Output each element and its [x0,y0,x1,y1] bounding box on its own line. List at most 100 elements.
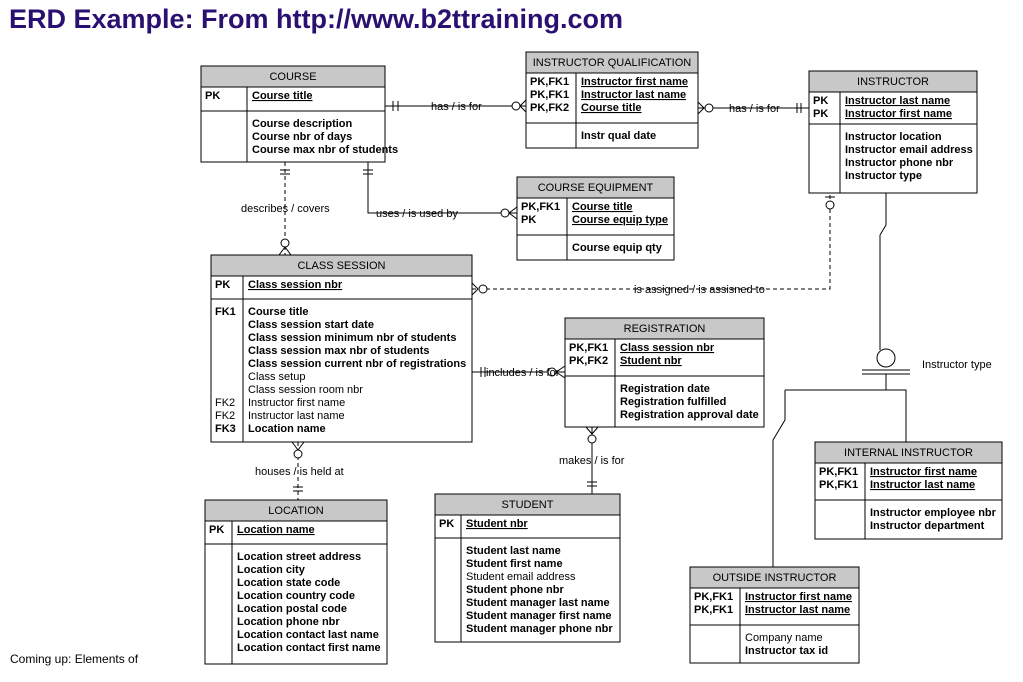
attribute: Registration date [620,383,710,395]
key-attribute: Course title [572,201,633,213]
key-type: PK,FK2 [530,102,569,114]
attribute: Instructor type [845,170,922,182]
entity-name: STUDENT [502,499,554,511]
key-attribute: Course equip type [572,214,668,226]
key-attribute: Course title [581,102,642,114]
key-type: PK [205,90,220,102]
key-type: PK [521,214,536,226]
key-attribute: Location name [237,524,315,536]
entity-header [210,254,473,277]
entity-name: INSTRUCTOR [857,76,929,88]
rel-label-session-instructor: is assigned / is assisned to [634,284,765,296]
key-type: PK [813,95,828,107]
crow-foot [519,105,527,113]
optional-circle [280,238,290,248]
attribute: Student manager phone nbr [466,623,613,635]
attribute: Instructor first name [248,397,345,409]
attribute: Company name [745,632,823,644]
entity-header [525,51,699,74]
attribute: Student manager first name [466,610,611,622]
entity-name: CLASS SESSION [297,260,385,272]
key-type: PK,FK1 [521,201,560,213]
attribute: Course equip qty [572,242,663,254]
attribute: Instructor location [845,131,942,143]
entity-name: LOCATION [268,505,323,517]
entity-name: REGISTRATION [624,323,706,335]
key-attribute: Instructor last name [581,89,686,101]
attribute: Class session current nbr of registratio… [248,358,466,370]
fk-label: FK1 [215,306,236,318]
attribute: Student manager last name [466,597,610,609]
key-type: PK,FK1 [530,76,569,88]
crow-foot [519,99,527,107]
attribute: Class session room nbr [248,384,363,396]
crow-foot [508,206,518,214]
attribute: Registration approval date [620,409,759,421]
key-attribute: Instructor last name [845,95,950,107]
attribute: Instructor phone nbr [845,157,954,169]
key-type: PK,FK1 [694,604,733,616]
key-type: PK,FK1 [819,466,858,478]
subtype-branch [772,390,786,567]
entity-header [204,499,388,522]
key-attribute: Instructor last name [745,604,850,616]
entity-name: COURSE EQUIPMENT [538,182,654,194]
attribute: Location contact first name [237,642,381,654]
optional-circle [511,101,521,111]
key-attribute: Instructor first name [845,108,952,120]
crow-foot [508,212,518,220]
entity-header [814,441,1003,464]
entity-header [564,317,765,340]
attribute: Instructor email address [845,144,973,156]
rel-label-session-location: houses / is held at [255,466,344,478]
attribute: Course nbr of days [252,131,352,143]
crow-foot [471,282,479,290]
attribute: Instructor employee nbr [870,507,997,519]
key-attribute: Class session nbr [620,342,715,354]
attribute: Class session max nbr of students [248,345,430,357]
rel-label-course-equipment: uses / is used by [376,208,458,220]
attribute: Course max nbr of students [252,144,398,156]
crow-foot [555,371,566,379]
entity-header [516,176,675,199]
key-type: PK [439,518,454,530]
subtype-branch [785,389,907,442]
crow-foot [291,441,299,451]
optional-circle [587,434,597,444]
entity-header [434,493,621,516]
crow-foot [697,107,705,115]
attribute: Location country code [237,590,355,602]
attribute: Instructor department [870,520,985,532]
attribute: Course description [252,118,353,130]
attribute: Student email address [466,571,576,583]
attribute: Class setup [248,371,305,383]
key-attribute: Instructor first name [870,466,977,478]
footer-mask [160,648,204,672]
attribute: Student first name [466,558,563,570]
rel-label-iq-instructor: has / is for [729,103,780,115]
attribute: Class session start date [248,319,374,331]
crow-foot [585,426,593,435]
key-type: PK [813,108,828,120]
key-attribute: Class session nbr [248,279,343,291]
attribute: Location name [248,423,326,435]
crow-foot [284,246,292,256]
key-attribute: Instructor first name [581,76,688,88]
footer-note: Coming up: Elements of [10,652,139,666]
key-attribute: Course title [252,90,313,102]
key-type: PK [215,279,230,291]
entity-header [200,65,386,88]
rel-label-course-iq: has / is for [431,101,482,113]
subtype-line [879,193,887,350]
entity-header [808,70,978,93]
